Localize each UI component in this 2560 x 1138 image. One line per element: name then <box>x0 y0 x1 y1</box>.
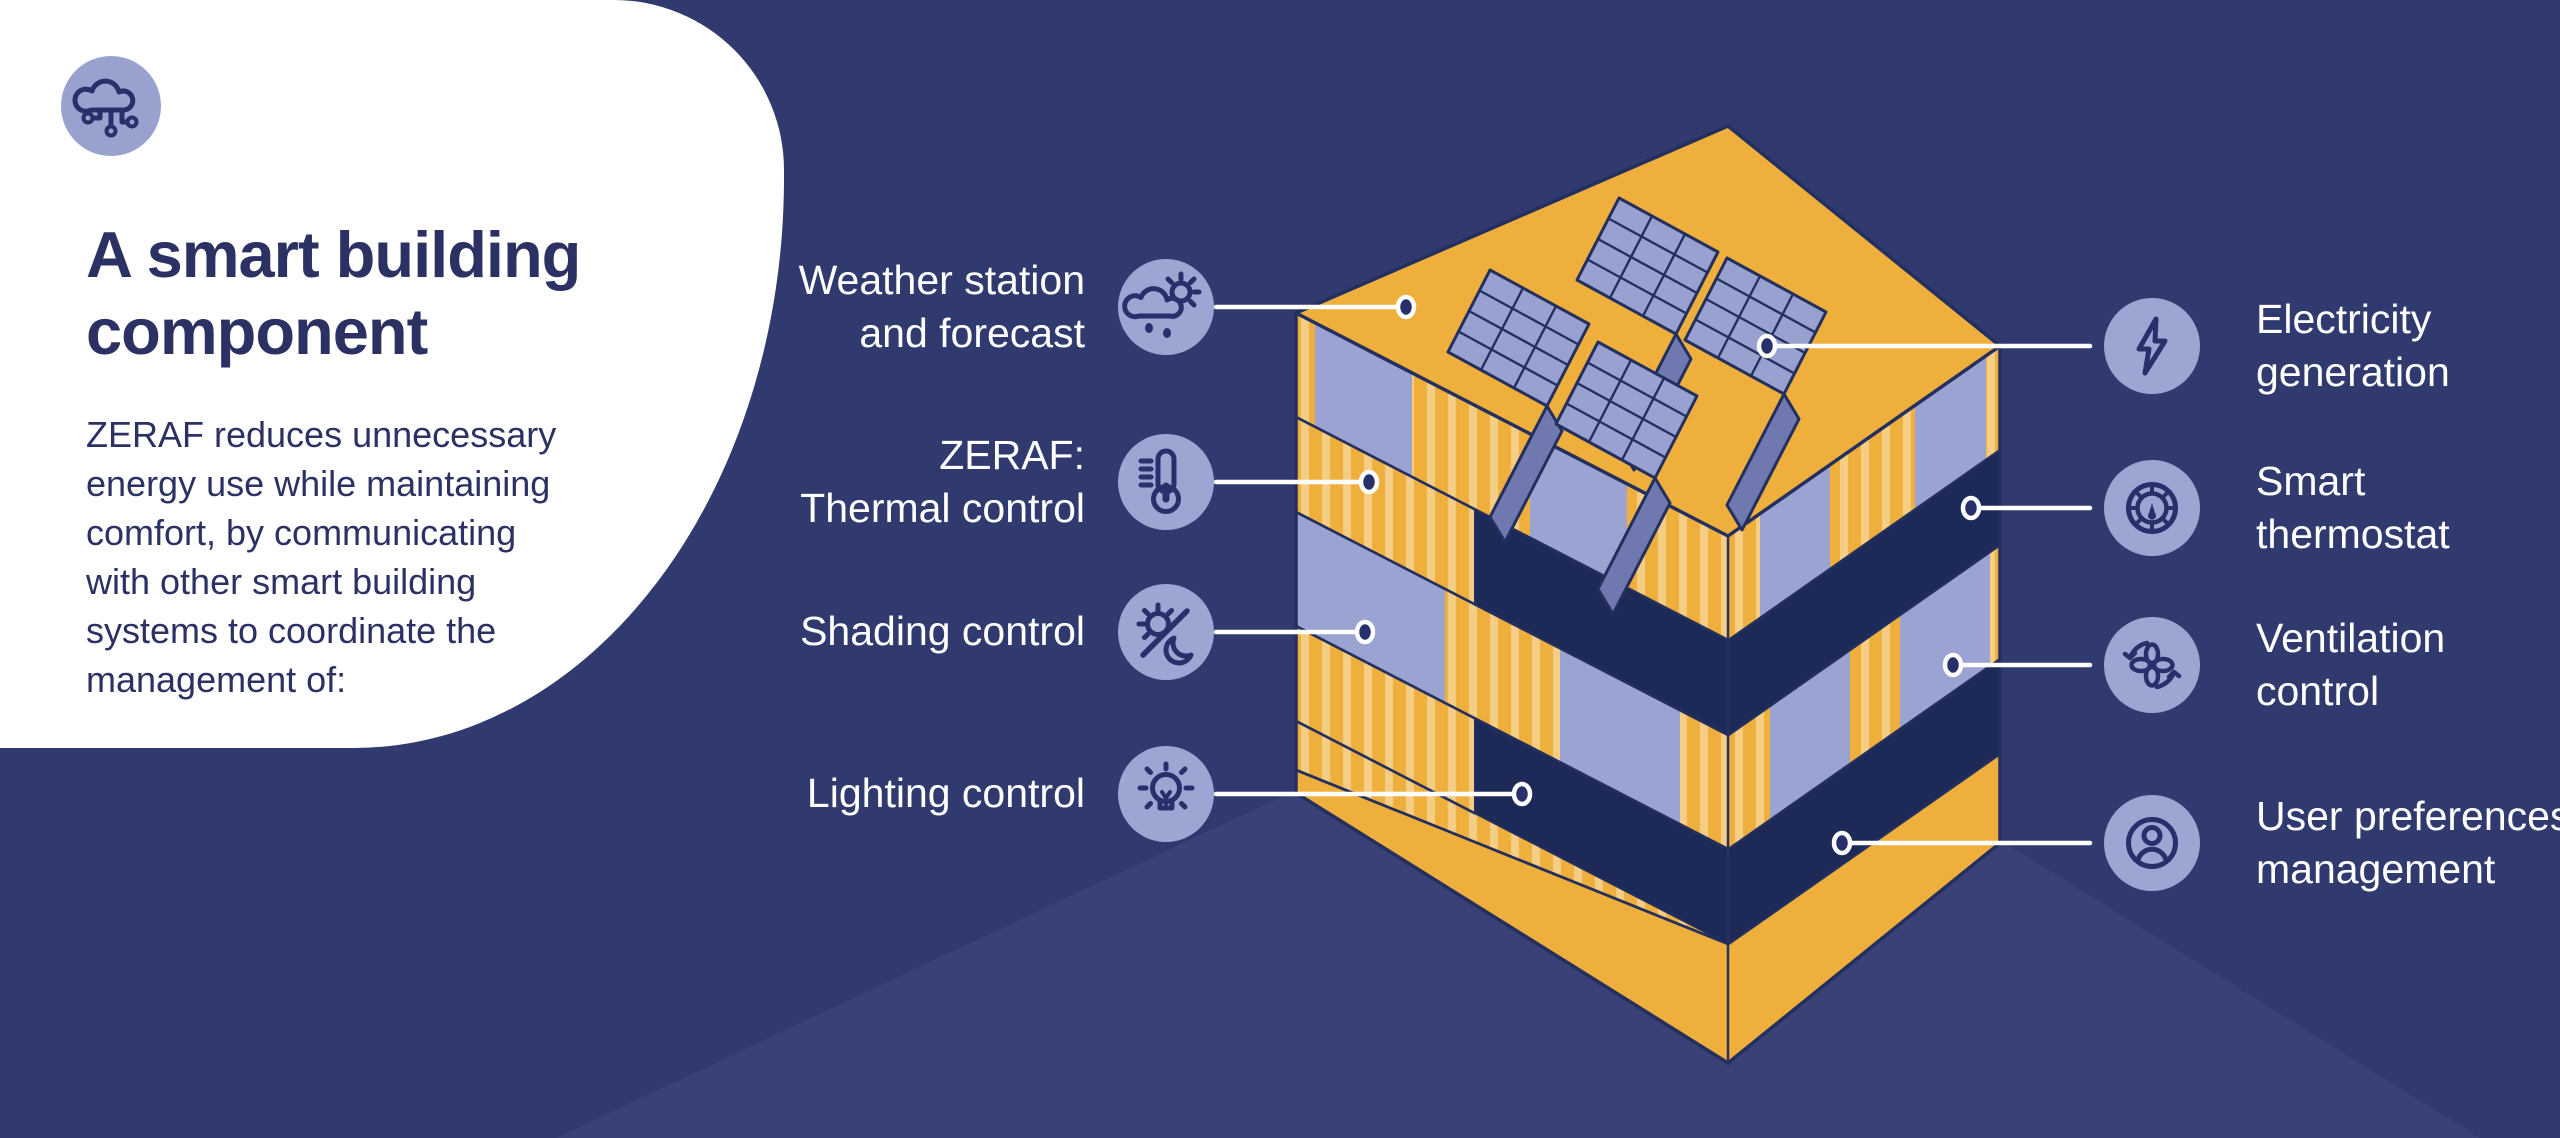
building-base <box>1728 754 2000 1064</box>
dot-thermostat <box>1960 495 1982 521</box>
dot-shading <box>1354 619 1376 645</box>
dot-ventilation <box>1942 652 1964 678</box>
label-lighting-control: Lighting control <box>806 770 1085 816</box>
weather-icon <box>1118 259 1214 355</box>
solar-array <box>1554 340 1699 616</box>
label-user-preferences: User preferences management <box>2256 793 2560 892</box>
building-left-face <box>1295 313 1729 1063</box>
window-panel <box>1900 551 1990 729</box>
floor-lines <box>1728 448 2000 946</box>
dot-electricity <box>1756 333 1778 359</box>
label-ventilation-control: Ventilation control <box>2256 615 2446 714</box>
solar-array <box>1683 256 1828 532</box>
dot-weather <box>1395 294 1417 320</box>
label-electricity-generation: Electricity generation <box>2256 296 2450 395</box>
solar-panels <box>1446 196 1828 616</box>
window-panel <box>1560 648 1680 825</box>
building-base <box>1296 770 1728 1063</box>
lightning-icon <box>2104 298 2200 394</box>
label-shading-control: Shading control <box>800 608 1085 654</box>
label-smart-thermostat: Smart thermostat <box>2256 458 2450 557</box>
cloud-network-icon <box>61 56 161 156</box>
shading-icon <box>1118 584 1214 680</box>
label-thermal-control: ZERAF: Thermal control <box>800 432 1085 531</box>
page-title: A smart building component <box>86 218 581 368</box>
dot-lighting <box>1511 781 1533 807</box>
fan-icon <box>2104 617 2200 713</box>
ground-shadow <box>556 790 2480 1138</box>
label-weather-station: Weather station and forecast <box>798 257 1085 356</box>
building-outline <box>1294 311 2002 1065</box>
connector-lines <box>1213 304 2093 846</box>
lightbulb-icon <box>1118 746 1214 842</box>
page-description: ZERAF reduces unnecessary energy use whi… <box>86 414 557 700</box>
thermometer-icon <box>1118 434 1214 530</box>
dot-userpref <box>1831 830 1853 856</box>
thermostat-icon <box>2104 460 2200 556</box>
building-right-face <box>1727 346 2001 1064</box>
user-icon <box>2104 795 2200 891</box>
dot-thermal <box>1358 469 1380 495</box>
window-panel <box>1296 512 1445 703</box>
connector-dots <box>1354 294 1982 856</box>
